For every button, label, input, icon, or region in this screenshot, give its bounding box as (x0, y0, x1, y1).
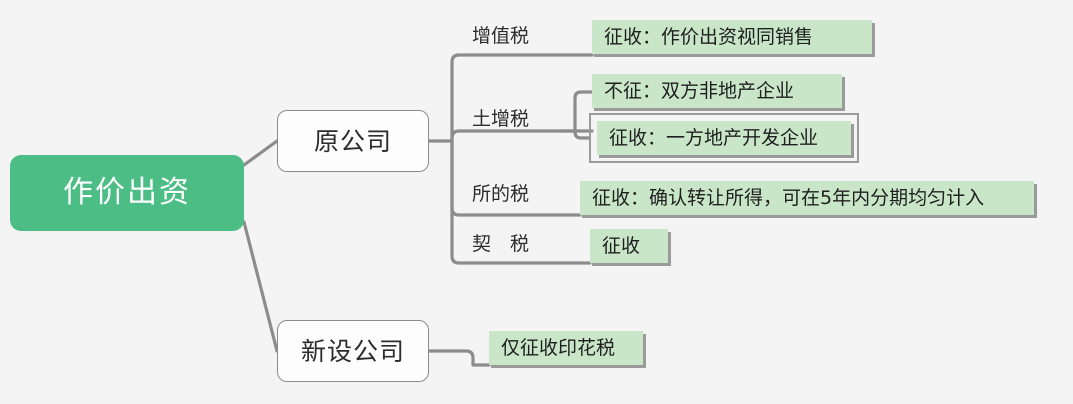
leaf-deedtax-levied-text: 征收 (602, 234, 641, 257)
label-deed-tax[interactable]: 契 税 (472, 233, 530, 255)
leaf-lvit-exempt[interactable]: 不征：双方非地产企业 (592, 74, 845, 111)
leaf-lvit-exempt-text: 不征：双方非地产企业 (604, 79, 795, 102)
label-value-added-tax[interactable]: 增值税 (472, 25, 530, 47)
wire-root-to-new-company (242, 220, 279, 353)
selection-frame (589, 113, 859, 163)
leaf-vat-levied[interactable]: 征收：作价出资视同销售 (592, 20, 875, 57)
node-new-company[interactable]: 新设公司 (277, 320, 429, 382)
wire-root-to-old-company (242, 139, 279, 167)
leaf-stamp-duty-only[interactable]: 仅征收印花税 (489, 331, 646, 368)
node-old-company[interactable]: 原公司 (277, 110, 429, 172)
leaf-stamp-duty-only-text: 仅征收印花税 (501, 336, 616, 359)
node-old-company-label: 原公司 (313, 126, 392, 156)
leaf-incometax-levied-text: 征收：确认转让所得，可在5年内分期均匀计入 (592, 186, 985, 209)
root-node-label: 作价出资 (63, 175, 191, 210)
label-income-tax[interactable]: 所的税 (472, 183, 530, 205)
wire-branch-lvit (450, 129, 594, 143)
label-land-value-increment-tax[interactable]: 土增税 (472, 108, 530, 130)
wire-lvit-to-item2 (573, 129, 591, 140)
leaf-vat-levied-text: 征收：作价出资视同销售 (604, 25, 814, 48)
wire-new-company-to-stamp (427, 349, 491, 367)
leaf-incometax-levied[interactable]: 征收：确认转让所得，可在5年内分期均匀计入 (580, 181, 1037, 218)
node-new-company-label: 新设公司 (300, 336, 405, 366)
root-node-valuation-investment[interactable]: 作价出资 (10, 155, 244, 231)
leaf-lvit-levied[interactable]: 征收：一方地产开发企业 (597, 121, 854, 158)
leaf-deedtax-levied[interactable]: 征收 (590, 229, 671, 266)
leaf-lvit-levied-text: 征收：一方地产开发企业 (609, 126, 819, 149)
